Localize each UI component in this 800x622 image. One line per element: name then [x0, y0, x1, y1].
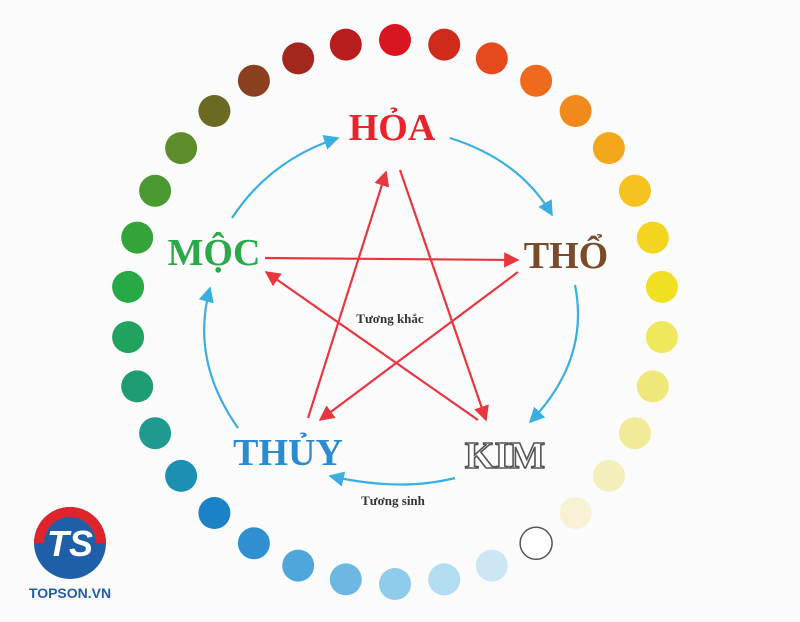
- ring-dot: [139, 417, 172, 450]
- ring-dot: [636, 221, 669, 254]
- logo-ts-glyph: TS: [47, 523, 93, 564]
- logo-text: TOPSON.VN: [29, 585, 111, 601]
- element-label-tho: THỔ: [524, 234, 608, 277]
- arrow-tho-to-kim: [528, 284, 580, 424]
- ring-dot: [329, 28, 362, 61]
- generating-cycle: [198, 134, 580, 487]
- arrow-moc-to-hoa: [231, 134, 340, 219]
- ring-dot: [645, 321, 678, 354]
- ring-dot: [475, 42, 508, 75]
- arrow-thuy-to-hoa: [306, 170, 390, 419]
- ring-dot: [428, 28, 461, 61]
- ring-dot: [282, 42, 315, 75]
- ring-dot: [519, 526, 553, 561]
- ring-dot: [112, 321, 145, 354]
- color-dot-ring: [112, 24, 678, 600]
- ring-dot: [428, 563, 461, 596]
- ring-dot: [198, 497, 231, 529]
- element-label-hoa: HỎA: [349, 107, 436, 149]
- overcoming-label: Tương khắc: [356, 311, 424, 326]
- topson-logo: TS TOPSON.VN: [29, 507, 111, 601]
- arrow-moc-to-tho: [264, 252, 520, 268]
- ring-dot: [139, 174, 172, 207]
- ring-dot: [282, 549, 315, 582]
- arrow-thuy-to-moc: [198, 286, 239, 429]
- ring-dot: [237, 64, 270, 97]
- ring-dot: [636, 370, 669, 403]
- ring-dot: [198, 95, 231, 127]
- arrow-kim-to-thuy: [328, 471, 456, 487]
- ring-dot: [618, 174, 651, 207]
- ring-dot: [618, 417, 651, 450]
- ring-dot: [112, 270, 145, 303]
- overcoming-cycle: [264, 169, 520, 422]
- ring-dot: [592, 132, 625, 165]
- arrow-tho-to-thuy: [318, 271, 519, 421]
- ring-dot: [559, 95, 592, 127]
- ring-dot: [165, 459, 198, 492]
- logo-red-arc: [34, 507, 106, 543]
- arrow-hoa-to-tho: [449, 136, 553, 217]
- element-label-thuy: THỦY: [233, 432, 343, 474]
- element-label-kim: KIM: [465, 435, 545, 477]
- generating-label: Tương sinh: [361, 493, 426, 508]
- ring-dot: [121, 221, 154, 254]
- ring-dot: [379, 568, 411, 600]
- logo-circle: [34, 507, 106, 579]
- ring-dot: [165, 132, 198, 165]
- ring-dot: [237, 527, 270, 560]
- ring-dot: [592, 459, 625, 492]
- ring-dot: [559, 497, 592, 529]
- arrow-hoa-to-kim: [398, 169, 489, 422]
- ring-dot: [379, 24, 411, 56]
- ring-dot: [520, 64, 553, 97]
- ring-dot: [645, 270, 678, 303]
- element-label-moc: MỘC: [168, 231, 261, 274]
- arrow-kim-to-moc: [264, 271, 479, 421]
- ring-dot: [121, 370, 154, 403]
- ring-dot: [475, 549, 508, 582]
- ring-dot: [329, 563, 362, 596]
